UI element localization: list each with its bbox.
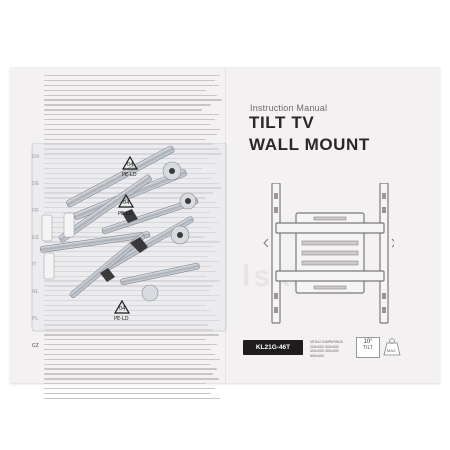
fine-print-line bbox=[44, 123, 210, 126]
wall-mount-illustration bbox=[263, 183, 394, 324]
fine-print-line bbox=[44, 133, 217, 135]
manual-subtitle: Instruction Manual bbox=[250, 103, 328, 113]
fine-print-line bbox=[44, 378, 219, 380]
recycle-code: 04 bbox=[119, 306, 125, 312]
tilt-badge: 10° TILT bbox=[356, 337, 380, 358]
vesa-size: 400x200 400x400 bbox=[310, 349, 339, 354]
bolt-icon bbox=[40, 231, 150, 253]
fine-print-line bbox=[44, 363, 210, 365]
fine-print-line bbox=[44, 128, 221, 131]
fine-print-line bbox=[44, 392, 212, 395]
fine-print-line bbox=[44, 114, 219, 116]
recycle-material: PE-LD bbox=[114, 316, 129, 322]
lang-code: CZ bbox=[32, 343, 39, 349]
fine-print-line bbox=[44, 89, 206, 91]
tilt-label: TILT bbox=[363, 345, 373, 351]
bolt-icon bbox=[120, 262, 200, 286]
recycle-icon bbox=[121, 155, 139, 170]
model-badge: KL21G-46T bbox=[243, 340, 303, 355]
recycle-code: 04 bbox=[127, 162, 133, 168]
fine-print-line bbox=[44, 388, 215, 390]
anchor-icon bbox=[43, 252, 55, 280]
lag-bolt-icon bbox=[58, 174, 152, 243]
fine-print-line bbox=[44, 79, 215, 82]
spacer-icon bbox=[130, 237, 148, 253]
fine-print-line bbox=[44, 397, 221, 400]
title-line-2: WALL MOUNT bbox=[249, 135, 370, 154]
fine-print-line bbox=[44, 353, 215, 356]
vesa-label: VESA COMPATIBLE bbox=[310, 340, 344, 344]
lag-bolt-icon bbox=[66, 145, 175, 208]
vesa-size: 600x400 bbox=[310, 353, 324, 358]
tilt-value: 10° bbox=[363, 339, 373, 345]
recycle-material: PE-LD bbox=[122, 172, 137, 178]
title-line-1: TILT TV bbox=[249, 113, 315, 132]
vesa-size: 200x200 300x300 bbox=[310, 344, 339, 349]
fine-print-line bbox=[44, 339, 206, 341]
fine-print-line bbox=[44, 99, 223, 101]
fine-print-line bbox=[44, 368, 217, 370]
fine-print-line bbox=[44, 119, 215, 121]
lag-bolt-icon bbox=[101, 197, 199, 235]
anchor-icon bbox=[63, 212, 75, 238]
fine-print-line bbox=[44, 334, 219, 336]
anchor-icon bbox=[41, 214, 53, 242]
recycle-material: PE-LD bbox=[118, 211, 133, 217]
recycle-icon bbox=[117, 193, 135, 208]
fine-print-line bbox=[44, 109, 203, 111]
fine-print-line bbox=[44, 348, 212, 351]
fine-print-line bbox=[44, 104, 212, 106]
recycle-code: 04 bbox=[123, 200, 129, 206]
manual-title: TILT TV WALL MOUNT bbox=[249, 112, 370, 156]
weight-label: MAX bbox=[387, 348, 396, 353]
fine-print-line bbox=[44, 358, 221, 360]
fine-print-line bbox=[44, 343, 217, 346]
fine-print-line bbox=[44, 373, 214, 375]
fine-print-line bbox=[44, 75, 221, 77]
fine-print-line bbox=[44, 138, 206, 140]
spacer-icon bbox=[122, 209, 138, 223]
spacer-icon bbox=[100, 268, 115, 282]
fine-print-line bbox=[44, 94, 217, 96]
hardware-bag: 04 PE-LD 04 PE-LD 04 PE-LD bbox=[31, 143, 227, 332]
recycle-icon bbox=[113, 299, 131, 314]
fine-print-line bbox=[44, 383, 206, 385]
washer-icon bbox=[141, 284, 159, 302]
weight-icon bbox=[383, 338, 401, 356]
vesa-specs: VESA COMPATIBLE 200x200 300x300 400x200 … bbox=[310, 340, 358, 358]
bolt-icon bbox=[69, 233, 146, 298]
fine-print-line bbox=[44, 84, 219, 87]
